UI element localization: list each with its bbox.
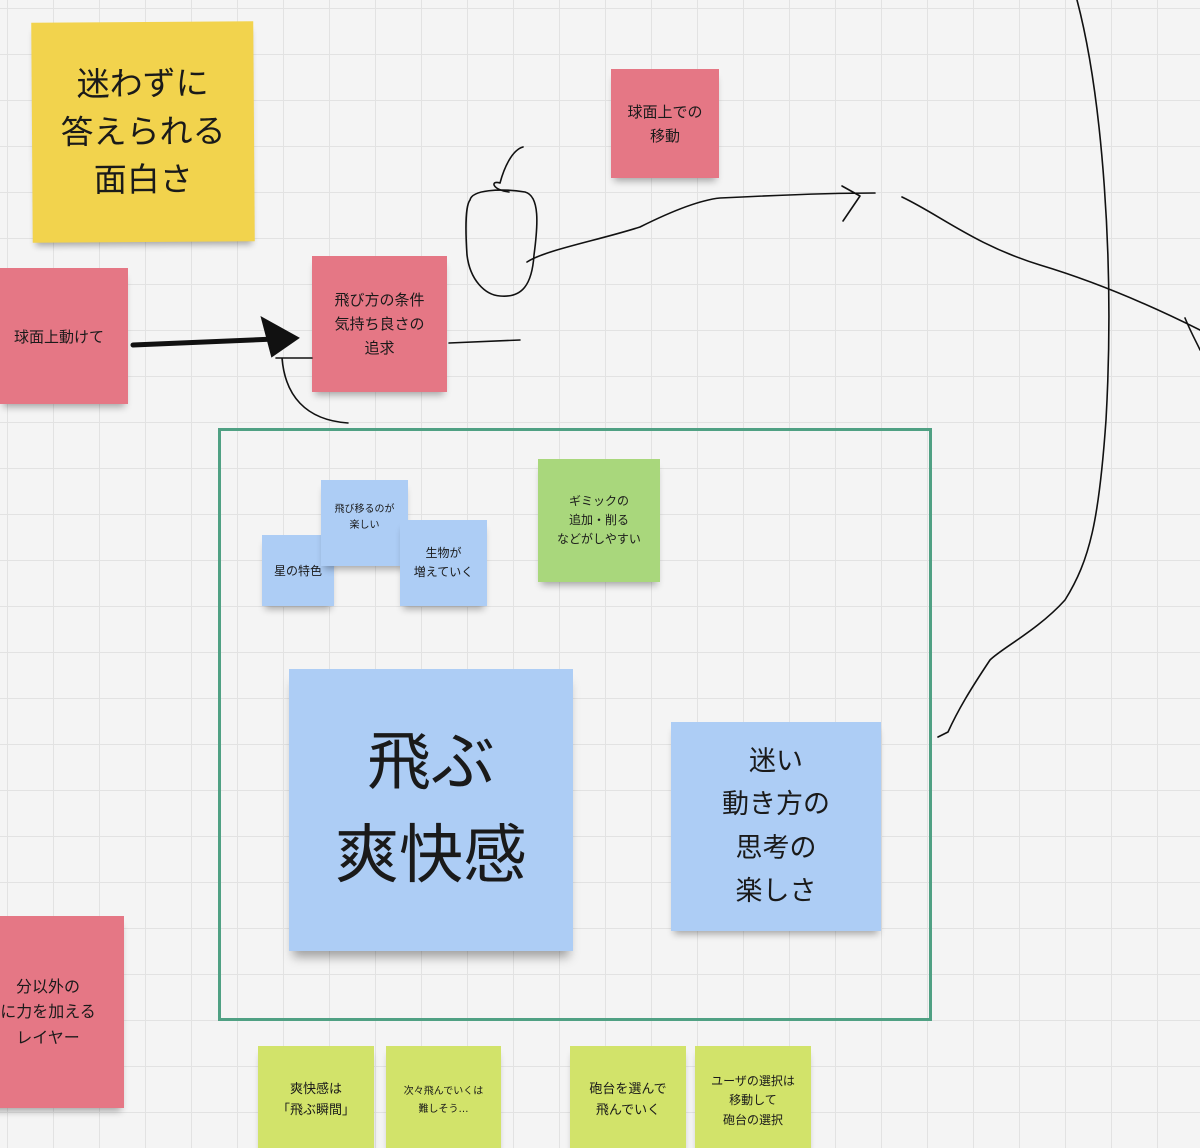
- sticky-note-other-player[interactable]: 分以外の に力を加える レイヤー: [0, 916, 124, 1108]
- ink-stroke-loop: [465, 189, 538, 297]
- ink-stroke-right-diagonal: [901, 196, 1200, 331]
- ink-stroke-big-arc: [937, 0, 1110, 738]
- ink-stroke-right-edge: [1184, 317, 1200, 351]
- sticky-note-thrill-moment[interactable]: 爽快感は 「飛ぶ瞬間」: [258, 1046, 374, 1148]
- sticky-note-gimmick[interactable]: ギミックの 追加・削る などがしやすい: [538, 459, 660, 582]
- sticky-note-hard-hop[interactable]: 次々飛んでいくは 難しそう…: [386, 1046, 501, 1148]
- sticky-note-star-traits[interactable]: 星の特色: [262, 535, 334, 606]
- sticky-note-cannon-choose[interactable]: 砲台を選んで 飛んでいく: [570, 1046, 686, 1148]
- ink-stroke-small-line: [448, 339, 521, 344]
- sticky-note-creatures-increase[interactable]: 生物が 増えていく: [400, 520, 487, 606]
- sticky-note-yellow-main[interactable]: 迷わずに 答えられる 面白さ: [31, 21, 255, 243]
- ink-stroke-hook: [493, 146, 524, 193]
- sticky-note-fun-to-hop[interactable]: 飛び移るのが 楽しい: [321, 480, 408, 566]
- arrow-connector: [130, 315, 300, 358]
- ink-stroke-arrow-head: [841, 185, 861, 222]
- sticky-note-flight-conditions[interactable]: 飛び方の条件 気持ち良さの 追求: [312, 256, 447, 392]
- sticky-note-user-choice[interactable]: ユーザの選択は 移動して 砲台の選択: [695, 1046, 811, 1148]
- sticky-note-globe-left[interactable]: 球面上動けて: [0, 268, 128, 404]
- group-frame[interactable]: [218, 428, 932, 1021]
- sticky-note-fly-thrill[interactable]: 飛ぶ 爽快感: [289, 669, 573, 951]
- sticky-note-confusion[interactable]: 迷い 動き方の 思考の 楽しさ: [671, 722, 881, 931]
- sticky-note-globe-move[interactable]: 球面上での 移動: [611, 69, 719, 178]
- ink-stroke-long-line: [526, 192, 876, 263]
